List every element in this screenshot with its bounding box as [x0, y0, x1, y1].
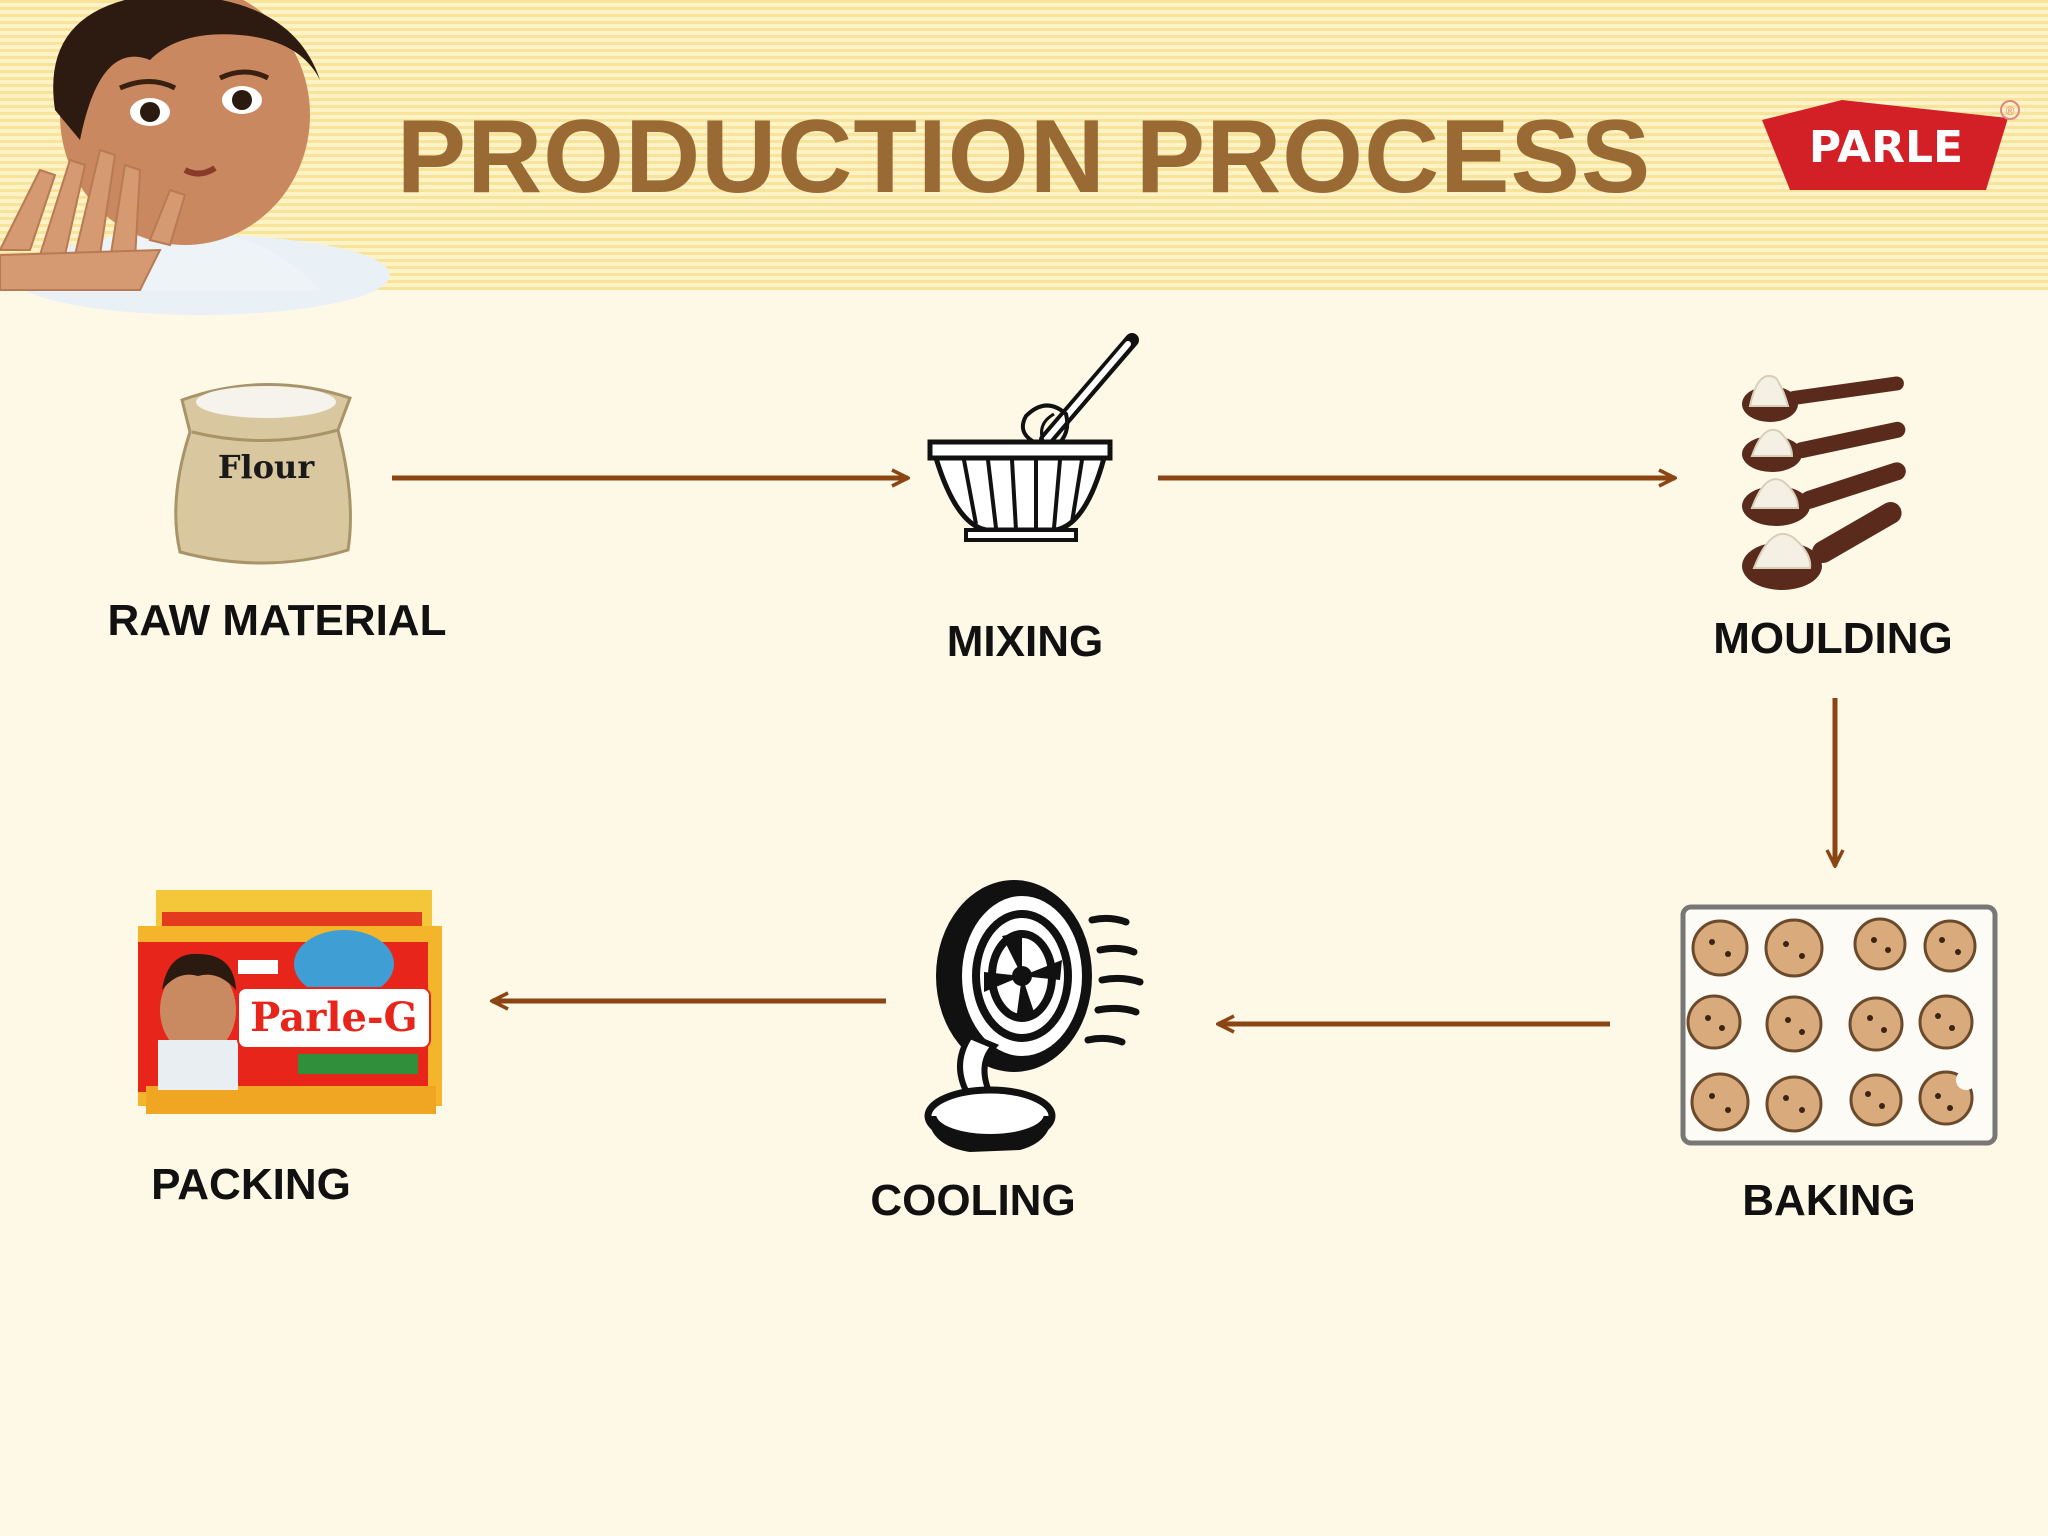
- parle-logo: PARLE ®: [1762, 100, 2020, 190]
- step-label-raw-material: RAW MATERIAL: [107, 596, 447, 645]
- step-label-moulding: MOULDING: [1713, 614, 1953, 663]
- table-fan-icon: [924, 880, 1144, 1152]
- biscuit-pack-icon: Parle-G: [138, 890, 442, 1114]
- mixing-bowl-whisk-icon: [927, 333, 1139, 542]
- step-label-cooling: COOLING: [870, 1176, 1076, 1225]
- flour-text: Flour: [218, 448, 315, 486]
- cream-spoons-icon: [1742, 375, 1906, 590]
- child-mascot-image: [0, 0, 390, 315]
- cookie-tray-icon: [1680, 904, 1998, 1146]
- step-label-packing: PACKING: [151, 1160, 351, 1209]
- flour-sack-icon: Flour: [174, 383, 352, 565]
- step-label-baking: BAKING: [1742, 1176, 1916, 1225]
- pack-brand-text: Parle-G: [250, 994, 417, 1041]
- page-title: PRODUCTION PROCESS: [396, 99, 1652, 215]
- registered-mark: ®: [2006, 104, 2015, 118]
- header-banner: PRODUCTION PROCESS PARLE ®: [0, 0, 2048, 315]
- logo-text: PARLE: [1809, 122, 1963, 173]
- step-label-mixing: MIXING: [946, 617, 1104, 666]
